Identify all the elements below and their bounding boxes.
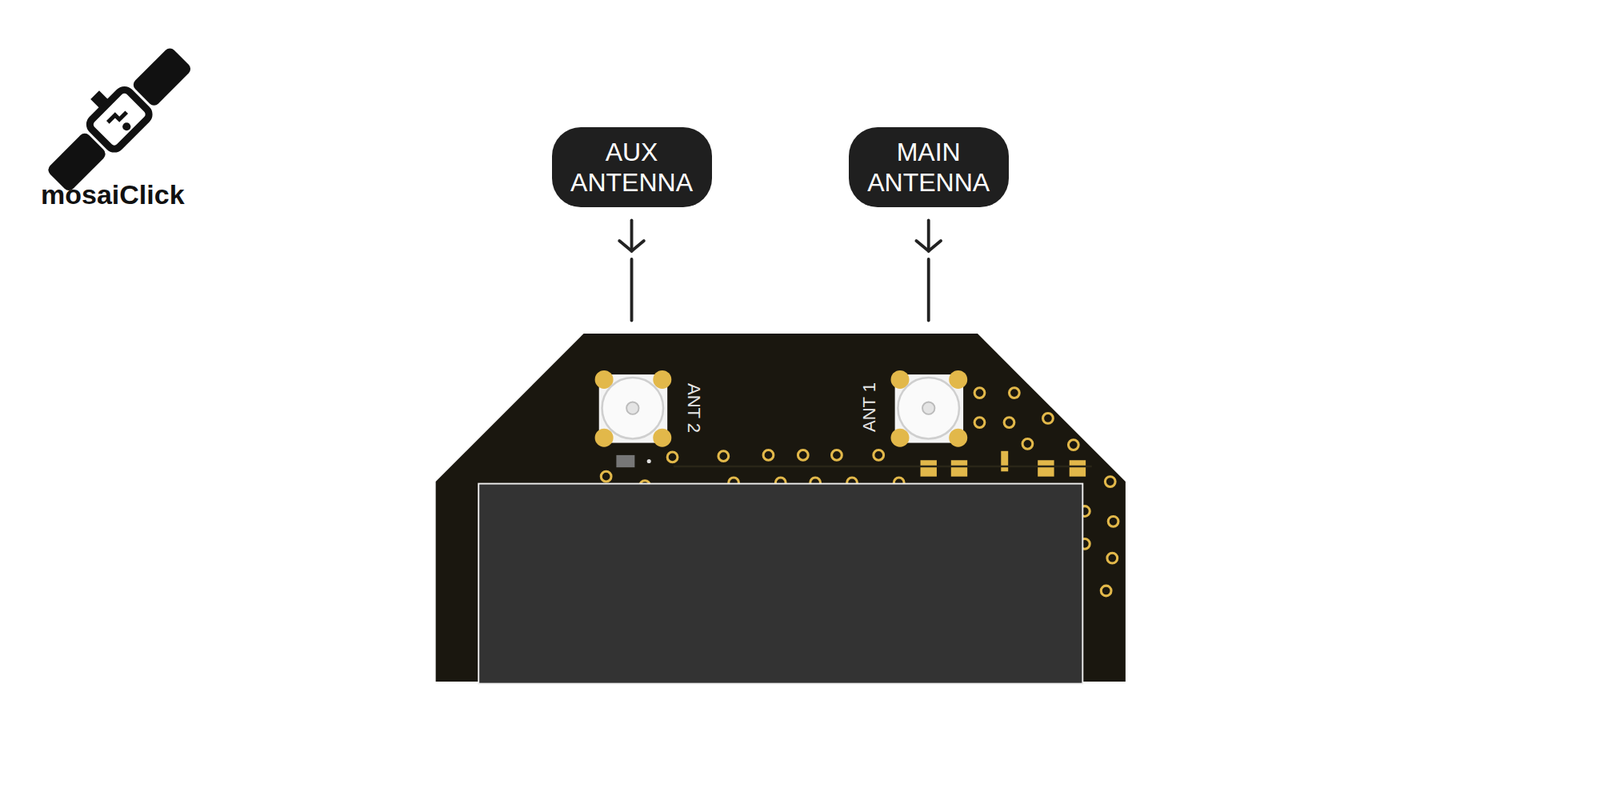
ufl-connector — [891, 370, 968, 448]
callout-box: MAIN ANTENNA — [848, 127, 1009, 208]
trace — [673, 465, 1092, 468]
gnss-module — [478, 484, 1083, 684]
smd-pad — [920, 451, 1087, 477]
satellite-logo — [32, 32, 196, 196]
ufl-connector — [595, 370, 672, 448]
pin-dot — [647, 459, 652, 464]
leader-arrow — [619, 220, 941, 321]
callout-text: MAIN ANTENNA — [861, 136, 996, 198]
logo-wordmark: mosaiClick — [40, 179, 185, 211]
silkscreen-label: ANT 1 — [859, 382, 880, 432]
callout-text: AUX ANTENNA — [564, 136, 700, 198]
smd-part — [616, 455, 635, 468]
callout-box: AUX ANTENNA — [552, 127, 712, 208]
silkscreen-label: ANT 2 — [683, 383, 704, 433]
